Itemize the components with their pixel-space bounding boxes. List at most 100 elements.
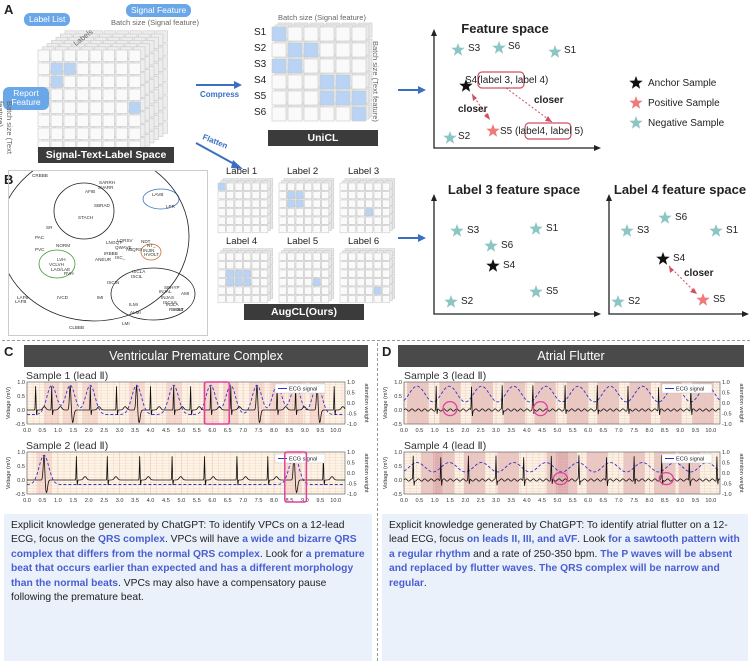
y-tick-label: -0.5 bbox=[15, 422, 25, 428]
legend-anchor-star bbox=[629, 76, 643, 89]
x-tick-label: 9.0 bbox=[676, 498, 684, 504]
y-tick-label: 1.0 bbox=[394, 450, 402, 456]
augcl-cell bbox=[234, 278, 243, 287]
augcl-cell bbox=[234, 252, 243, 261]
vpc-text-4: . VPCs may also have a compensatory paus… bbox=[11, 577, 327, 604]
augcl-cell bbox=[312, 278, 321, 287]
augcl-cell bbox=[260, 295, 269, 304]
cube-cell bbox=[128, 114, 141, 127]
augcl-cell bbox=[312, 252, 321, 261]
augcl-cell bbox=[278, 252, 287, 261]
augcl-cell bbox=[356, 278, 365, 287]
cluster-label: ISCLA bbox=[132, 269, 146, 274]
ecg-frame bbox=[26, 381, 346, 425]
augcl-cell bbox=[295, 225, 304, 234]
y-tick-label: 1.0 bbox=[17, 380, 25, 386]
x-tick-label: 1.5 bbox=[446, 428, 454, 434]
augcl-cell bbox=[234, 208, 243, 217]
label3-axes bbox=[433, 199, 596, 315]
ecg-frame bbox=[403, 451, 721, 495]
augcl-cell bbox=[295, 182, 304, 191]
augcl-cell bbox=[304, 199, 313, 208]
augcl-cell bbox=[339, 286, 348, 295]
feature-star bbox=[492, 41, 506, 54]
augcl-cell bbox=[382, 261, 391, 270]
attention-band bbox=[407, 382, 429, 424]
cluster-label: STACH bbox=[78, 215, 93, 220]
augcl-cell bbox=[278, 269, 287, 278]
augcl-cell bbox=[312, 269, 321, 278]
x-tick-label: 2.0 bbox=[461, 428, 469, 434]
x-tick-label: 7.0 bbox=[239, 498, 247, 504]
unicl-cell bbox=[335, 74, 351, 90]
augcl-cell bbox=[278, 216, 287, 225]
augcl-cell bbox=[295, 216, 304, 225]
feature-space-axes bbox=[433, 34, 596, 149]
augcl-cell bbox=[356, 295, 365, 304]
augcl-cell bbox=[243, 278, 252, 287]
unicl-cell bbox=[319, 26, 335, 42]
x-tick-label: 10.0 bbox=[705, 428, 716, 434]
flutter-wave-circle bbox=[658, 471, 674, 486]
augcl-cell bbox=[356, 199, 365, 208]
augcl-cell bbox=[287, 191, 296, 200]
label4-star bbox=[611, 295, 625, 308]
augcl-cell bbox=[321, 278, 330, 287]
unicl-cell bbox=[287, 74, 303, 90]
cube-cell bbox=[89, 127, 102, 140]
cluster-label: HVOLT bbox=[144, 252, 159, 257]
augcl-cell bbox=[287, 295, 296, 304]
augcl-cell bbox=[226, 278, 235, 287]
augcl-cell bbox=[287, 199, 296, 208]
x-tick-label: 1.5 bbox=[69, 498, 77, 504]
x-tick-label: 3.5 bbox=[507, 498, 515, 504]
label-space-point-label: S1 bbox=[546, 223, 559, 234]
label4-star bbox=[620, 224, 634, 237]
y-axis-label: Voltage (mV) bbox=[6, 387, 12, 419]
fs-closer-2: closer bbox=[534, 95, 564, 106]
x-tick-label: 8.0 bbox=[646, 428, 654, 434]
cluster-label: LMI bbox=[122, 321, 130, 326]
augcl-cell bbox=[365, 278, 374, 287]
vpc-highlight-box bbox=[203, 381, 230, 425]
x-tick-label: 0.0 bbox=[23, 498, 31, 504]
x-tick-label: 4.5 bbox=[162, 498, 170, 504]
ecg-signal bbox=[27, 385, 346, 424]
label-space-point-label: S4 bbox=[503, 260, 516, 271]
augcl-cell bbox=[217, 252, 226, 261]
x-tick-label: 8.5 bbox=[286, 428, 294, 434]
augcl-cell bbox=[217, 216, 226, 225]
augcl-grid-label: Label 1 bbox=[226, 166, 258, 177]
cluster-label: LAO/LAE bbox=[51, 267, 70, 272]
augcl-cell bbox=[339, 208, 348, 217]
cube-cell bbox=[115, 127, 128, 140]
x-tick-label: 7.0 bbox=[615, 428, 623, 434]
augcl-cell bbox=[278, 208, 287, 217]
augcl-cell bbox=[226, 199, 235, 208]
label3-star bbox=[484, 239, 498, 252]
unicl-cell bbox=[303, 106, 319, 122]
augcl-cell bbox=[321, 225, 330, 234]
fs-s2: S2 bbox=[458, 131, 471, 142]
augcl-cell bbox=[312, 216, 321, 225]
feature-space-plot bbox=[443, 41, 572, 144]
cluster-label: SR bbox=[46, 225, 53, 230]
x-tick-label: 9.5 bbox=[692, 498, 700, 504]
y-tick-label: 0.0 bbox=[17, 478, 25, 484]
cube-cell bbox=[115, 101, 128, 114]
augcl-cell bbox=[365, 269, 374, 278]
flatten-arrow bbox=[195, 142, 237, 166]
y2-tick-label: 0.0 bbox=[722, 401, 730, 407]
cluster-label: ILMI bbox=[129, 302, 138, 307]
unicl-cell bbox=[271, 26, 287, 42]
y2-tick-label: 0.0 bbox=[347, 401, 355, 407]
report-feature-pill: Report Feature bbox=[3, 87, 49, 110]
augcl-cell bbox=[278, 286, 287, 295]
augcl-cell bbox=[226, 295, 235, 304]
augcl-cell bbox=[365, 216, 374, 225]
augcl-cell bbox=[382, 278, 391, 287]
y2-tick-label: 0.0 bbox=[722, 471, 730, 477]
label4-star bbox=[656, 252, 670, 265]
augcl-cell bbox=[295, 191, 304, 200]
